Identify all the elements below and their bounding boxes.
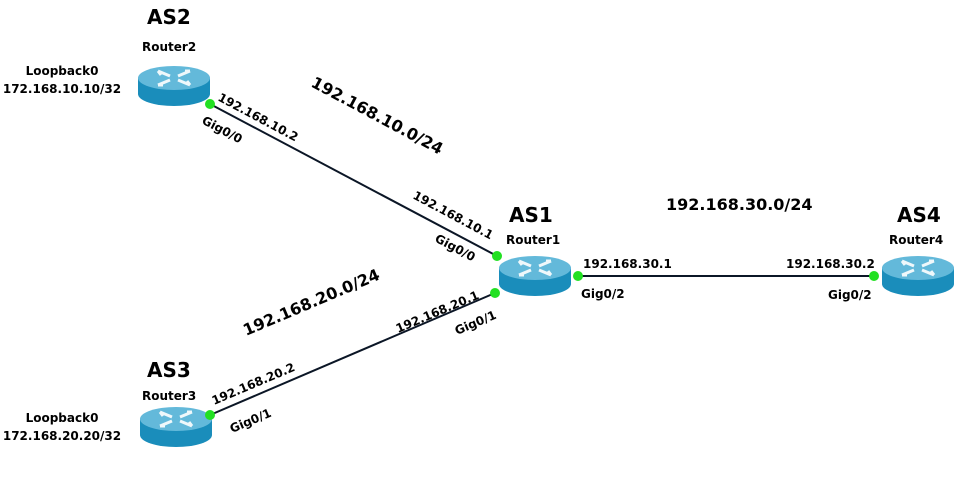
r3-if: Gig0/1 <box>228 406 274 436</box>
network-10-label: 192.168.10.0/24 <box>308 73 446 159</box>
link-r3-r1[interactable] <box>209 292 496 416</box>
router1-icon[interactable] <box>497 254 573 298</box>
network-20-label: 192.168.20.0/24 <box>240 265 382 340</box>
router3-icon[interactable] <box>138 405 214 449</box>
port-r3-gig0-1[interactable] <box>205 410 215 420</box>
port-r1-gig0-0[interactable] <box>492 251 502 261</box>
router4-name: Router4 <box>889 233 943 247</box>
as4-label: AS4 <box>897 203 941 227</box>
router1-name: Router1 <box>506 233 560 247</box>
router3-loopback-ip: 172.168.20.20/32 <box>3 429 121 443</box>
r1-if-gig0-2: Gig0/2 <box>581 287 625 301</box>
link-r2-r1[interactable] <box>209 103 498 257</box>
router2-icon[interactable] <box>136 64 212 108</box>
network-30-label: 192.168.30.0/24 <box>666 195 813 214</box>
r1-ip-30: 192.168.30.1 <box>583 257 672 271</box>
as3-label: AS3 <box>147 358 191 382</box>
router3-name: Router3 <box>142 389 196 403</box>
port-r1-gig0-2[interactable] <box>573 271 583 281</box>
router4-icon[interactable] <box>880 254 956 298</box>
router3-loopback-label: Loopback0 <box>26 411 99 425</box>
as2-label: AS2 <box>147 5 191 29</box>
router2-loopback-ip: 172.168.10.10/32 <box>3 82 121 96</box>
r1-ip-10: 192.168.10.1 <box>411 188 496 242</box>
r1-if-gig0-0: Gig0/0 <box>433 231 478 264</box>
port-r1-gig0-1[interactable] <box>490 288 500 298</box>
port-r4-gig0-2[interactable] <box>869 271 879 281</box>
router2-name: Router2 <box>142 40 196 54</box>
r4-ip: 192.168.30.2 <box>786 257 875 271</box>
r1-if-gig0-1: Gig0/1 <box>453 308 499 338</box>
router2-loopback-label: Loopback0 <box>26 64 99 78</box>
as1-label: AS1 <box>509 203 553 227</box>
r4-if: Gig0/2 <box>828 288 872 302</box>
port-r2-gig0-0[interactable] <box>205 99 215 109</box>
